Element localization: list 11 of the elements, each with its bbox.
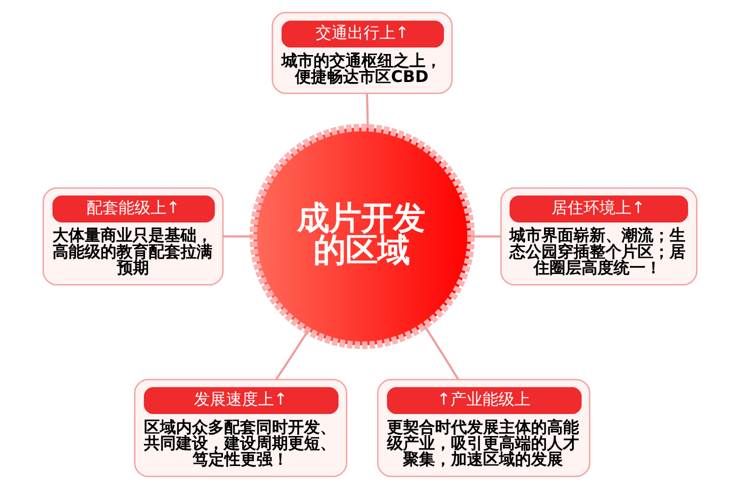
connector [471, 235, 501, 238]
node-box: 发展速度上↑ 区域内众多配套同时开发、共同建设，建设周期更短、笃定性更强！ [134, 378, 348, 478]
connector [223, 235, 254, 238]
node-box: 配套能级上↑ 大体量商业只是基础，高能级的教育配套拉满预期 [42, 187, 224, 286]
connector [366, 93, 369, 128]
node-box: ↑产业能级上 更契合时代发展主体的高能级产业，吸引更高端的人才聚集，加速区域的发展 [377, 378, 590, 478]
node-box: 居住环境上↑ 城市界面崭新、潮流；生态公园穿插整个片区；居住圈层高度统一！ [500, 187, 698, 286]
connector [275, 330, 309, 380]
node-circle: 成片开发的区域 [250, 124, 475, 350]
node-box: 交通出行上↑ 城市的交通枢纽之上，便捷畅达市区CBD [272, 12, 453, 94]
connector [424, 325, 460, 380]
